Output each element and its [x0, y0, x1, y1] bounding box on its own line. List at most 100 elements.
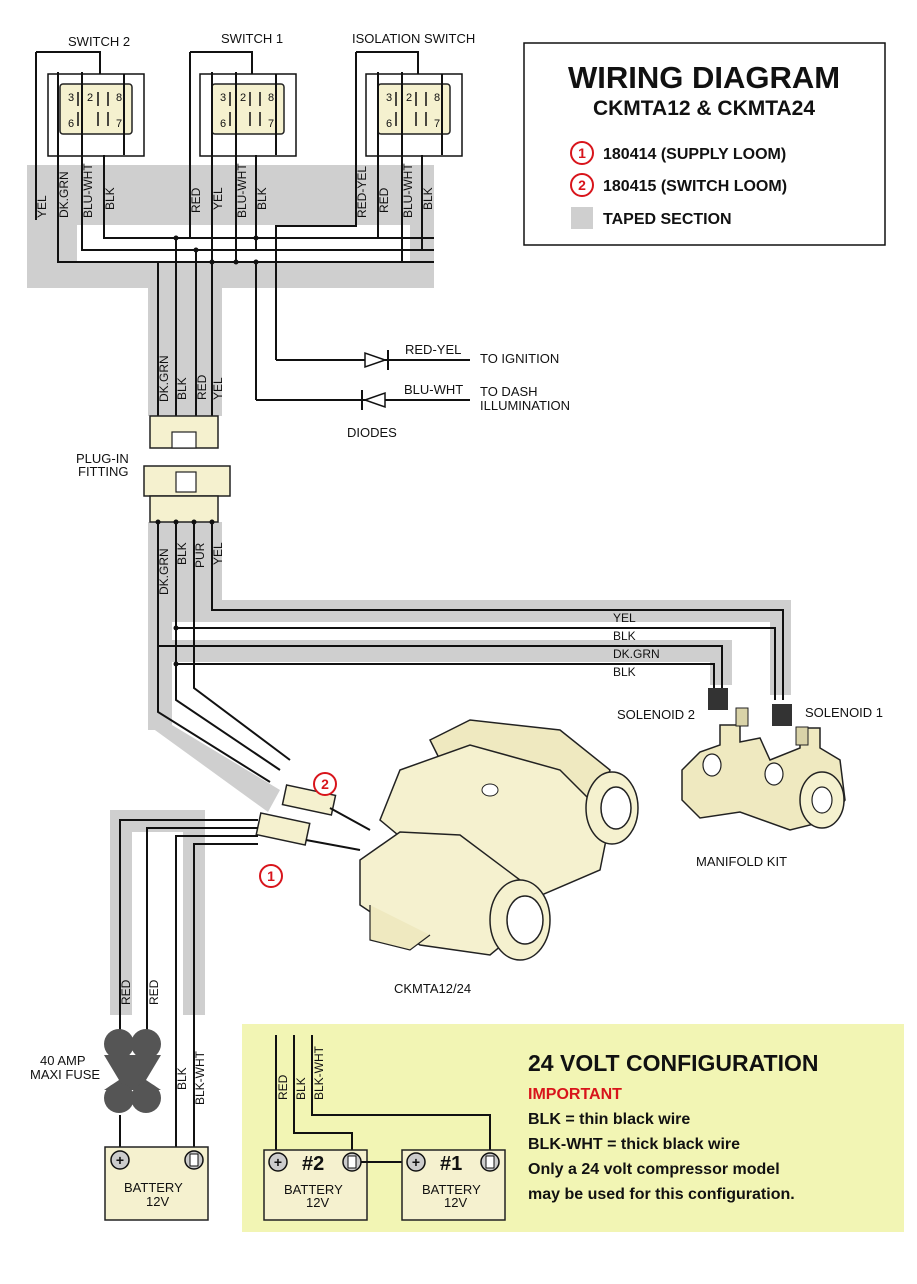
loom-number-2: 2 [321, 776, 329, 792]
switch-1-label: SWITCH 1 [221, 31, 283, 46]
cfg-line3: Only a 24 volt compressor model [528, 1161, 780, 1178]
lower-trunk: DK.GRN BLK PUR YEL YEL BLK DK.GRN BLK [155, 519, 784, 783]
battery-1-number: #1 [440, 1153, 462, 1175]
legend-taped-text: TAPED SECTION [603, 211, 732, 228]
diode-dest-illumination: ILLUMINATION [480, 398, 570, 413]
supply-wire-blk: BLK [175, 1067, 189, 1090]
diode-dest-dash: TO DASH [480, 384, 538, 399]
upper-trunk-labels: DK.GRN BLK RED YEL [157, 355, 225, 402]
cfg-line4: may be used for this configuration. [528, 1186, 795, 1203]
fuse-label-line2: MAXI FUSE [30, 1067, 100, 1082]
compressor-label: CKMTA12/24 [394, 981, 471, 996]
switch-1-pin-7: 7 [268, 118, 274, 130]
upper-wire-red: RED [195, 374, 209, 400]
cfg-title: 24 VOLT CONFIGURATION [528, 1050, 819, 1076]
legend-item1-number: 1 [578, 145, 586, 161]
battery-2-voltage: 12V [306, 1195, 329, 1210]
sol-wire-yel: YEL [613, 611, 636, 625]
sw2-wire-dkgrn: DK.GRN [57, 171, 71, 218]
sw2-wire-blk: BLK [103, 187, 117, 210]
sw1-wire-yel: YEL [211, 187, 225, 210]
cfg-wire-red: RED [276, 1074, 290, 1100]
switch-2-pin-7: 7 [116, 118, 122, 130]
manifold-label: MANIFOLD KIT [696, 854, 787, 869]
cfg-wire-blkwht: BLK-WHT [312, 1045, 326, 1100]
battery-label: BATTERY [124, 1180, 183, 1195]
switch-1-pin-3: 3 [220, 92, 226, 104]
battery-voltage: 12V [146, 1194, 169, 1209]
battery-1-voltage: 12V [444, 1195, 467, 1210]
cfg-wire-blk: BLK [294, 1077, 308, 1100]
switch-2-label: SWITCH 2 [68, 34, 130, 49]
loom-number-1: 1 [267, 868, 275, 884]
supply-wire-red1: RED [119, 979, 133, 1005]
iso-wire-bluwht: BLU-WHT [401, 163, 415, 218]
plug-label-line2: FITTING [78, 464, 129, 479]
legend-title: WIRING DIAGRAM [568, 60, 840, 95]
plug-label-line1: PLUG-IN [76, 451, 129, 466]
isolation-switch: ISOLATION SWITCH 3 2 8 6 7 [352, 31, 475, 157]
maxi-fuse: 40 AMP MAXI FUSE [30, 1029, 161, 1113]
loom-connectors: 2 1 [255, 772, 371, 888]
plug-in-fitting: PLUG-IN FITTING [76, 415, 231, 523]
legend-subtitle: CKMTA12 & CKMTA24 [593, 97, 815, 120]
sw1-wire-bluwht: BLU-WHT [235, 163, 249, 218]
supply-wire-blkwht: BLK-WHT [193, 1050, 207, 1105]
switch-wiring [35, 51, 443, 416]
switch-wire-labels: YEL DK.GRN BLU-WHT BLK RED YEL BLU-WHT B… [35, 163, 435, 218]
battery-2-number: #2 [302, 1153, 324, 1175]
switch-2-pin-3: 3 [68, 92, 74, 104]
upper-wire-blk: BLK [175, 377, 189, 400]
taped-swatch [571, 207, 593, 229]
sw2-wire-yel: YEL [35, 195, 49, 218]
iso-wire-blk: BLK [421, 187, 435, 210]
battery-1-label: BATTERY [422, 1182, 481, 1197]
upper-wire-yel: YEL [211, 377, 225, 400]
iso-wire-redyel: RED-YEL [355, 166, 369, 218]
cfg-important: IMPORTANT [528, 1086, 622, 1103]
battery-2-label: BATTERY [284, 1182, 343, 1197]
lower-wire-blk: BLK [175, 542, 189, 565]
isolation-switch-pin-2: 2 [406, 92, 412, 104]
legend-item1-text: 180414 (SUPPLY LOOM) [603, 146, 786, 163]
switch-2: SWITCH 2 3 2 8 6 7 [47, 34, 145, 157]
switch-2-pin-6: 6 [68, 118, 74, 130]
sol-wire-blk2: BLK [613, 665, 636, 679]
switch-1-pin-8: 8 [268, 92, 274, 104]
cfg-line1: BLK = thin black wire [528, 1111, 690, 1128]
sol-wire-dkgrn: DK.GRN [613, 647, 660, 661]
sw1-wire-blk: BLK [255, 187, 269, 210]
isolation-switch-pin-8: 8 [434, 92, 440, 104]
sw2-wire-bluwht: BLU-WHT [81, 163, 95, 218]
solenoid-2-label: SOLENOID 2 [617, 707, 695, 722]
isolation-switch-pin-7: 7 [434, 118, 440, 130]
solenoid-1-label: SOLENOID 1 [805, 705, 883, 720]
cfg-line2: BLK-WHT = thick black wire [528, 1136, 740, 1153]
legend-item2-number: 2 [578, 177, 586, 193]
legend-item2-text: 180415 (SWITCH LOOM) [603, 178, 787, 195]
isolation-switch-label: ISOLATION SWITCH [352, 31, 475, 46]
sw1-wire-red: RED [189, 187, 203, 213]
supply-wiring: RED RED BLK BLK-WHT [119, 819, 258, 1150]
diodes-label: DIODES [347, 425, 397, 440]
switch-2-pin-8: 8 [116, 92, 122, 104]
supply-wire-red2: RED [147, 979, 161, 1005]
legend-box: WIRING DIAGRAM CKMTA12 & CKMTA24 1 18041… [523, 42, 886, 246]
compressor: CKMTA12/24 [359, 719, 639, 996]
sol-wire-blk1: BLK [613, 629, 636, 643]
lower-wire-pur: PUR [193, 542, 207, 568]
switch-2-pin-2: 2 [87, 92, 93, 104]
battery-main: + BATTERY 12V [104, 1146, 209, 1221]
battery-plus-terminal: + [116, 1152, 124, 1168]
switch-1-pin-2: 2 [240, 92, 246, 104]
isolation-switch-pin-6: 6 [386, 118, 392, 130]
lower-wire-dkgrn: DK.GRN [157, 548, 171, 595]
diode-dest-ignition: TO IGNITION [480, 351, 559, 366]
fuse-label-line1: 40 AMP [40, 1053, 86, 1068]
svg-text:+: + [274, 1154, 282, 1170]
config-24v-panel: RED BLK BLK-WHT + #2 BATTERY 12V + #1 BA… [242, 1024, 904, 1232]
diode-wire-bluwht: BLU-WHT [404, 382, 463, 397]
iso-wire-red: RED [377, 187, 391, 213]
switch-1: SWITCH 1 3 2 8 6 7 [199, 31, 297, 157]
